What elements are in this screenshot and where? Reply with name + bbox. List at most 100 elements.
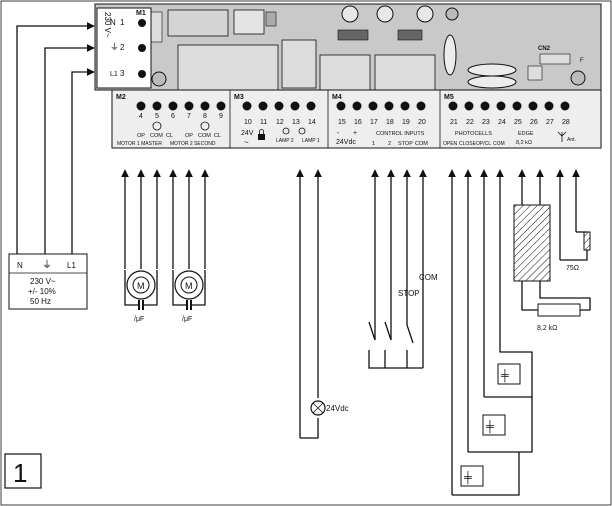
mains-l1-label: L1 xyxy=(67,261,76,270)
photocell-1-symbol: ╪ xyxy=(463,470,472,485)
terminal-screw xyxy=(258,101,268,111)
m3-num-10: 10 xyxy=(244,119,252,126)
m2-num-5: 5 xyxy=(155,113,159,120)
m5-num-24: 24 xyxy=(498,119,506,126)
m5-num-21: 21 xyxy=(450,119,458,126)
terminal-screw xyxy=(560,101,570,111)
m4-minus-sign: - xyxy=(337,130,340,137)
lock-icon xyxy=(258,129,265,140)
mains-n-label: N xyxy=(17,261,23,270)
terminal-screw xyxy=(168,101,178,111)
m5-edge-label: EDGE xyxy=(518,131,534,137)
lamp1-mini-icon xyxy=(298,127,306,135)
m4-plus-sign: + xyxy=(353,130,357,137)
m2-title: M2 xyxy=(116,94,126,101)
cn2-f-label: F xyxy=(580,58,584,64)
terminal-screw xyxy=(274,101,284,111)
terminal-screw xyxy=(352,101,362,111)
terminal-screw xyxy=(200,101,210,111)
m2-num-4: 4 xyxy=(139,113,143,120)
terminal-screw xyxy=(152,101,162,111)
m5-block: M5 21 22 23 24 25 26 27 28 PHOTOCELLS ED… xyxy=(443,46,584,147)
m3-num-13: 13 xyxy=(292,119,300,126)
terminal-1-label: 1 xyxy=(120,18,125,27)
terminal-n-label: N xyxy=(110,18,116,27)
m4-num-17: 17 xyxy=(370,119,378,126)
m2-num-7: 7 xyxy=(187,113,191,120)
terminal-2 xyxy=(138,44,146,52)
terminal-2-label: 2 xyxy=(120,43,125,52)
m3-lamp2-label: LAMP 2 xyxy=(276,138,294,144)
terminal-screw xyxy=(400,101,410,111)
terminal-3-label: 3 xyxy=(120,69,125,78)
m2-motor1-label: MOTOR 1 MASTER xyxy=(117,141,162,147)
photocell-2-symbol: ╪ xyxy=(485,419,494,434)
m4-num-19: 19 xyxy=(402,119,410,126)
m3-block: M3 10 11 12 13 14 24V ~ LAMP 2 LAMP 1 xyxy=(234,94,320,147)
m2-sub-cl2: CL xyxy=(214,133,221,139)
m3-lamp1-label: LAMP 1 xyxy=(302,138,320,144)
m4-sub-com: COM xyxy=(415,141,428,147)
terminal-screw xyxy=(336,101,346,111)
m5-num-26: 26 xyxy=(530,119,538,126)
terminal-screw xyxy=(416,101,426,111)
mains-supply-block: N ⏚ L1 230 V~ +/- 10% 50 Hz xyxy=(8,253,88,310)
m4-sub-stop: STOP xyxy=(398,141,413,147)
m3-num-12: 12 xyxy=(276,119,284,126)
m2-num-8: 8 xyxy=(203,113,207,120)
terminal-screw xyxy=(136,101,146,111)
mains-tolerance: +/- 10% xyxy=(28,287,56,296)
terminal-screw xyxy=(242,101,252,111)
m4-num-20: 20 xyxy=(418,119,426,126)
m2-sub-cl1: CL xyxy=(166,133,173,139)
m3-title: M3 xyxy=(234,94,244,101)
photocell-2-icon xyxy=(482,414,506,436)
m3-num-14: 14 xyxy=(308,119,316,126)
terminal-screw xyxy=(480,101,490,111)
m5-antenna-label: Ant. xyxy=(567,137,576,143)
m2-block: M2 4 5 6 7 8 9 OP COM CL OP COM CL MOTOR… xyxy=(116,94,223,147)
m4-num-15: 15 xyxy=(338,119,346,126)
motor-1: M /μF xyxy=(121,169,161,323)
m4-sub-1: 1 xyxy=(372,141,375,147)
terminal-screw xyxy=(384,101,394,111)
motor-2: M /μF xyxy=(169,169,209,323)
mains-earth-symbol: ⏚ xyxy=(42,259,52,271)
terminal-screw xyxy=(290,101,300,111)
m3-num-11: 11 xyxy=(260,119,267,126)
mains-voltage: 230 V~ xyxy=(30,277,56,286)
terminal-screw xyxy=(496,101,506,111)
m5-sub-com: COM xyxy=(493,141,505,147)
earth-symbol: ⏚ xyxy=(110,42,119,52)
terminal-l1-label: L1 xyxy=(110,71,118,78)
m5-edge-resistor-label: 8,2 kΩ xyxy=(516,140,532,146)
terminal-1 xyxy=(138,19,146,27)
terminal-3 xyxy=(138,70,146,78)
m4-num-16: 16 xyxy=(354,119,362,126)
mains-frequency: 50 Hz xyxy=(30,297,51,306)
photocell-3-icon xyxy=(497,363,521,385)
terminal-screw xyxy=(512,101,522,111)
motor2-capacitor-label: /μF xyxy=(182,316,192,323)
lamp2-mini-icon xyxy=(282,127,290,135)
edge-resistor-label: 8,2 kΩ xyxy=(537,325,557,332)
m3-ac-symbol: ~ xyxy=(244,138,249,147)
m2-motor2-mini-icon xyxy=(200,121,210,131)
m4-vdc-label: 24Vdc xyxy=(336,139,356,146)
m4-title: M4 xyxy=(332,94,342,101)
m2-motor1-mini-icon xyxy=(152,121,162,131)
control-input-wiring: STOP COM xyxy=(368,169,438,369)
motor1-capacitor-label: /μF xyxy=(134,316,144,323)
m5-num-28: 28 xyxy=(562,119,570,126)
m2-sub-op1: OP xyxy=(137,133,145,139)
photocell-wiring: ╪ ╪ ╪ xyxy=(448,169,533,496)
m2-sub-com2: COM xyxy=(198,133,211,139)
m5-sub-open: OPEN xyxy=(443,141,458,147)
antenna-icon xyxy=(557,131,567,142)
terminal-screw xyxy=(184,101,194,111)
terminal-screw xyxy=(528,101,538,111)
m2-num-6: 6 xyxy=(171,113,175,120)
figure-number-box xyxy=(4,453,42,489)
